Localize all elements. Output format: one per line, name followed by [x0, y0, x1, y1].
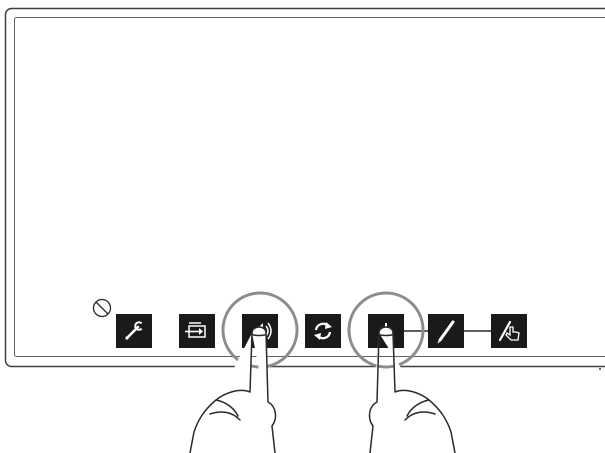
- pen-button[interactable]: [428, 314, 464, 348]
- pen-touch-button[interactable]: [491, 314, 527, 348]
- settings-button[interactable]: [116, 314, 152, 348]
- edge-dot: [599, 368, 601, 370]
- display-screen: [15, 18, 605, 357]
- input-source-button[interactable]: [179, 314, 215, 348]
- refresh-button[interactable]: [305, 314, 341, 348]
